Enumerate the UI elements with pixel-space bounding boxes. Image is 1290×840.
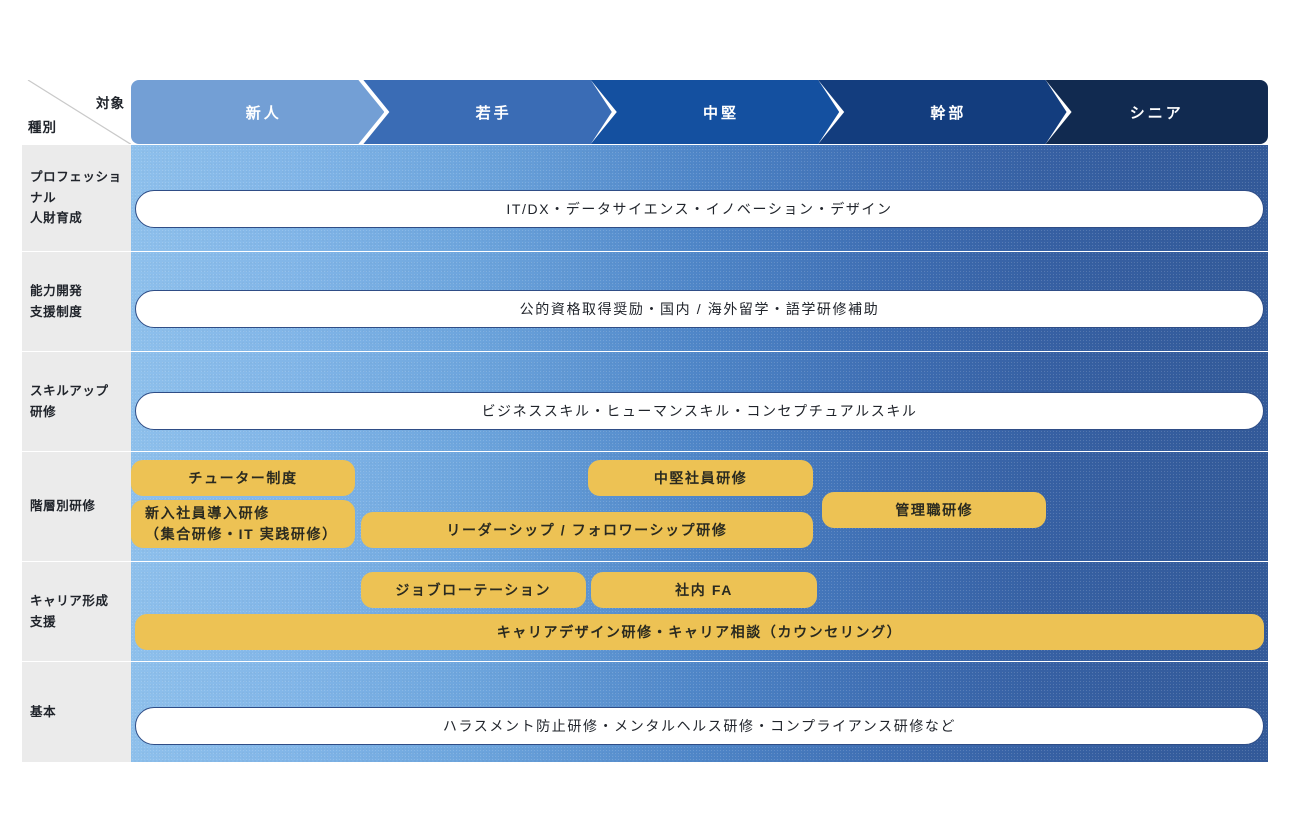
row-band-4: チューター制度 中堅社員研修管理職研修 新入社員導入研修（集合研修・IT 実践研修）… [131,452,1268,562]
program-pill[interactable]: ビジネススキル・ヒューマンスキル・コンセプチュアルスキル [135,392,1264,430]
row-label-text: キャリア形成支援 [30,593,109,629]
program-pill[interactable]: 中堅社員研修 [588,460,814,496]
program-pill-label: ビジネススキル・ヒューマンスキル・コンセプチュアルスキル [481,402,918,419]
stage-header-row: 対象 種別 新人 若手 中堅 幹部 シニア [22,80,1268,144]
header-corner-cell: 対象 種別 [22,80,131,144]
program-pill[interactable]: IT/DX・データサイエンス・イノベーション・デザイン [135,190,1264,228]
row-label-text: 能力開発支援制度 [30,283,83,319]
stage-arrow-3[interactable]: 中堅 [590,80,840,144]
stage-arrow-4[interactable]: 幹部 [818,80,1067,144]
program-pill[interactable]: 新入社員導入研修（集合研修・IT 実践研修） [131,500,355,548]
program-pill-label: 公的資格取得奨励・国内 / 海外留学・語学研修補助 [519,300,880,317]
header-axis-label-category: 種別 [28,120,57,135]
program-pill-label: IT/DX・データサイエンス・イノベーション・デザイン [506,200,893,217]
stage-arrow-label: 若手 [475,104,512,122]
stage-arrow-label: 新人 [245,104,282,122]
row-band-6: ハラスメント防止研修・メンタルヘルス研修・コンプライアンス研修など [131,662,1268,763]
program-pill-label: 新入社員導入研修（集合研修・IT 実践研修） [145,505,338,542]
header-axis-label-target: 対象 [96,96,125,111]
program-pill-label: 中堅社員研修 [653,469,748,486]
row-label-text: プロフェッショナル人財育成 [30,170,122,226]
program-pill[interactable]: リーダーシップ / フォロワーシップ研修 [360,512,814,548]
program-pill[interactable]: 公的資格取得奨励・国内 / 海外留学・語学研修補助 [135,290,1264,328]
row-label-text: スキルアップ研修 [30,383,109,419]
program-pill-label: 管理職研修 [895,501,974,518]
row-band-1: IT/DX・データサイエンス・イノベーション・デザイン [131,145,1268,252]
stage-arrow-1[interactable]: 新人 [131,80,385,144]
program-pill-label: 社内 FA [675,581,733,598]
program-pill[interactable]: 管理職研修 [822,492,1047,528]
diagonal-divider-icon [27,80,131,144]
program-pill-label: ジョブローテーション [395,581,552,598]
program-pill[interactable]: 社内 FA [591,572,817,608]
stage-arrow-5[interactable]: シニア [1045,80,1268,144]
stage-arrow-2[interactable]: 若手 [363,80,612,144]
program-pill-label: ハラスメント防止研修・メンタルヘルス研修・コンプライアンス研修など [442,717,957,734]
row-label-1: プロフェッショナル人財育成 [22,145,131,252]
program-pill[interactable]: ハラスメント防止研修・メンタルヘルス研修・コンプライアンス研修など [135,707,1264,745]
stage-arrow-label: 幹部 [930,104,967,122]
row-label-2: 能力開発支援制度 [22,252,131,352]
row-band-3: ビジネススキル・ヒューマンスキル・コンセプチュアルスキル [131,352,1268,452]
row-label-3: スキルアップ研修 [22,352,131,452]
program-pill[interactable]: キャリアデザイン研修・キャリア相談（カウンセリング） [135,614,1264,650]
row-label-text: 階層別研修 [30,499,96,514]
row-label-text: 基本 [30,704,57,719]
row-label-6: 基本 [22,662,131,763]
stage-arrow-group: 新人 若手 中堅 幹部 シニア [131,80,1268,144]
row-label-5: キャリア形成支援 [22,562,131,662]
row-band-2: 公的資格取得奨励・国内 / 海外留学・語学研修補助 [131,252,1268,352]
row-band-5: ジョブローテーション 社内 FA キャリアデザイン研修・キャリア相談（カウンセリング… [131,562,1268,662]
program-pill[interactable]: ジョブローテーション [360,572,586,608]
roadmap-grid: プロフェッショナル人財育成 IT/DX・データサイエンス・イノベーション・デザイン… [22,145,1268,763]
row-label-4: 階層別研修 [22,452,131,562]
program-pill-label: リーダーシップ / フォロワーシップ研修 [446,521,728,538]
program-pill[interactable]: チューター制度 [131,460,355,496]
stage-arrow-label: シニア [1129,104,1184,122]
program-pill-label: チューター制度 [188,469,298,486]
stage-arrow-label: 中堅 [702,104,739,122]
program-pill-label: キャリアデザイン研修・キャリア相談（カウンセリング） [496,623,903,640]
